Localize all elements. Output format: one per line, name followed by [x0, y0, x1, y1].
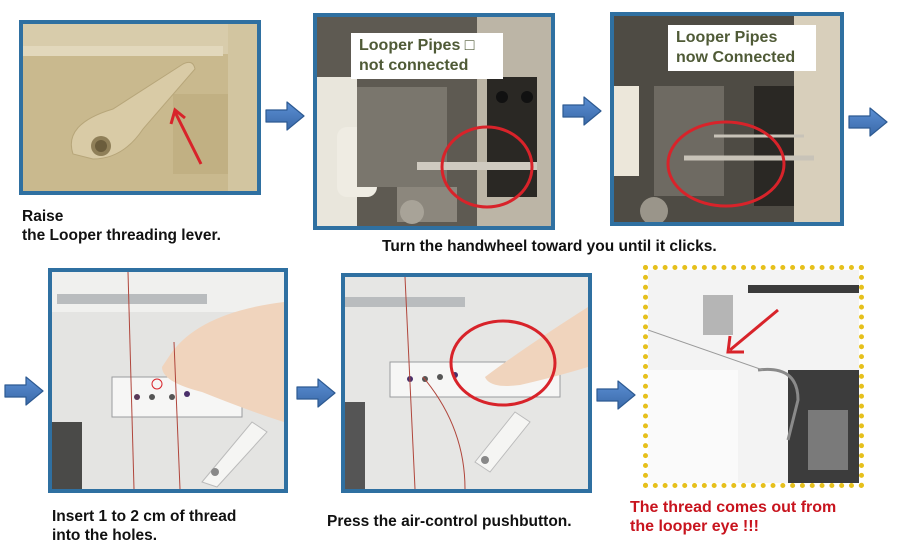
insert-thread-photo [52, 272, 284, 489]
step-4-caption-line-1: Insert 1 to 2 cm of thread [52, 508, 237, 525]
step-3-photo-frame: Looper Pipes now Connected [610, 12, 844, 226]
step-6-caption-line-1: The thread comes out from [630, 499, 837, 516]
now-connected-label-line-2: now Connected [676, 49, 796, 66]
right-arrow-icon [562, 96, 602, 126]
step-4-photo-frame [48, 268, 288, 493]
not-connected-label-line-2: not connected [359, 57, 469, 74]
not-connected-label: Looper Pipes □ not connected [351, 33, 503, 79]
right-arrow-icon [4, 376, 44, 406]
handwheel-caption: Turn the handwheel toward you until it c… [382, 238, 717, 255]
right-arrow-icon [848, 107, 888, 137]
step-6-highlight-frame [643, 265, 864, 488]
step-5-caption: Press the air-control pushbutton. [327, 513, 572, 530]
step-6-result-caption: The thread comes out from the looper eye… [630, 498, 836, 536]
step-4-caption-line-2: into the holes. [52, 527, 158, 544]
right-arrow-icon [296, 378, 336, 408]
now-connected-label-line-1: Looper Pipes [676, 29, 778, 46]
step-1-caption: Raise the Looper threading lever. [22, 207, 221, 245]
now-connected-label: Looper Pipes now Connected [668, 25, 816, 71]
right-arrow-icon [596, 380, 636, 410]
step-4-caption: Insert 1 to 2 cm of thread into the hole… [52, 507, 236, 545]
step-1-photo-frame [19, 20, 261, 195]
step-2-photo-frame: Looper Pipes □ not connected [313, 13, 555, 230]
air-control-pushbutton-photo [345, 277, 588, 489]
right-arrow-icon [265, 101, 305, 131]
not-connected-label-line-1: Looper Pipes □ [359, 37, 475, 54]
thread-out-of-looper-eye-photo [648, 270, 859, 483]
step-5-photo-frame [341, 273, 592, 493]
looper-lever-photo [23, 24, 257, 191]
step-1-caption-line-2: the Looper threading lever. [22, 227, 221, 244]
step-6-caption-line-2: the looper eye !!! [630, 518, 759, 535]
step-1-caption-line-1: Raise [22, 208, 64, 225]
